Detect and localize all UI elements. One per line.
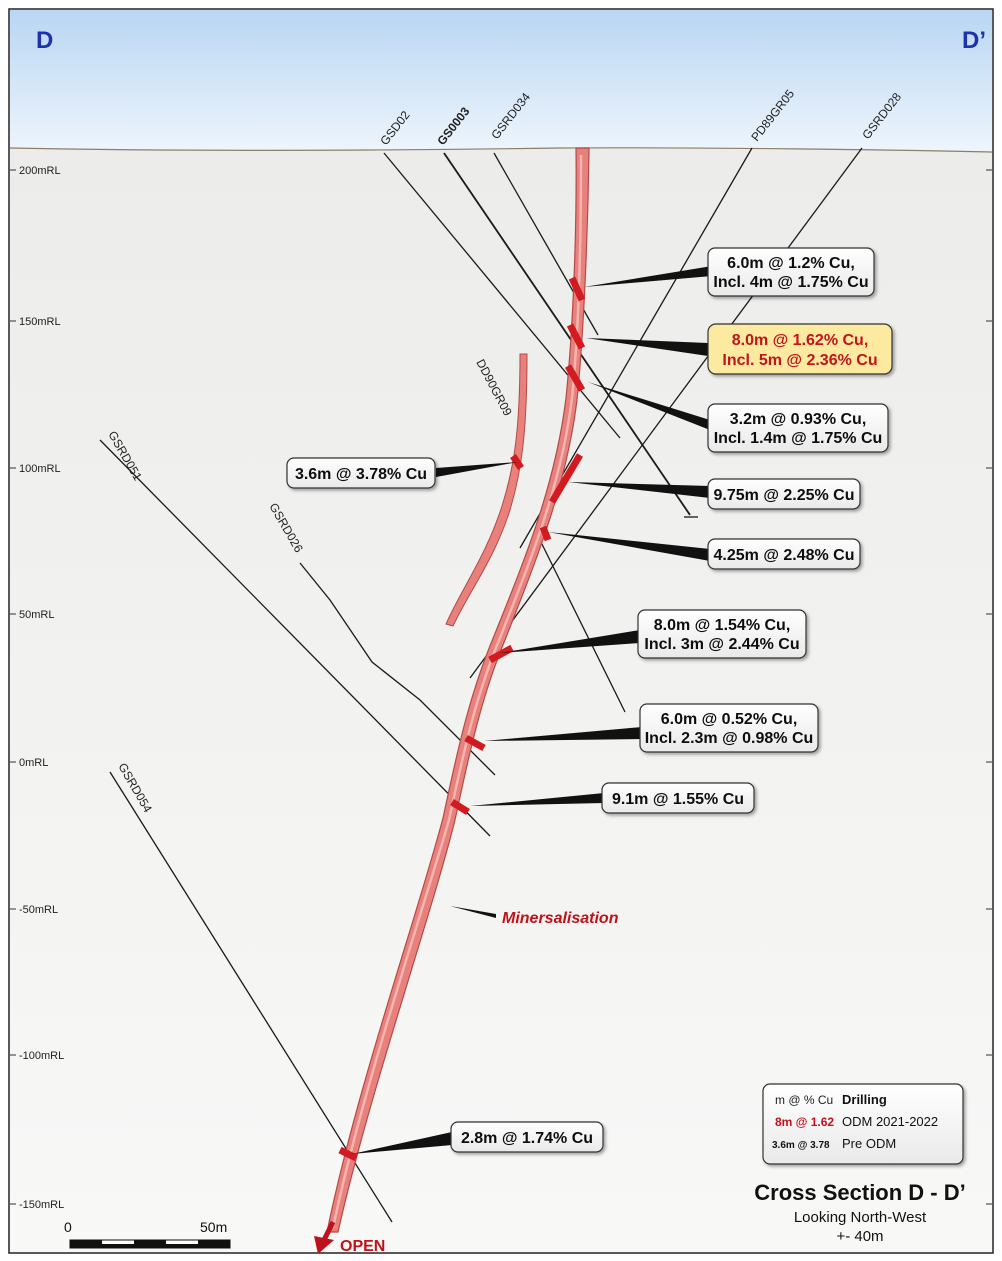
callout-3-line1: 3.6m @ 3.78% Cu	[295, 466, 427, 483]
callout-1-line2: Incl. 5m @ 2.36% Cu	[722, 352, 877, 369]
callout-7-line1: 6.0m @ 0.52% Cu,	[661, 711, 798, 728]
callout-6: 8.0m @ 1.54% Cu, Incl. 3m @ 2.44% Cu	[637, 609, 807, 659]
section-title: Cross Section D - D’	[754, 1180, 965, 1205]
section-tolerance: +- 40m	[836, 1228, 883, 1245]
rl-axis	[10, 169, 992, 1205]
rl-label-50: 50mRL	[19, 609, 54, 621]
callout-2-line2: Incl. 1.4m @ 1.75% Cu	[714, 430, 883, 447]
leader-wedges	[352, 266, 712, 1154]
callout-6-line1: 8.0m @ 1.54% Cu,	[654, 617, 791, 634]
arrow-down-icon	[314, 1236, 334, 1254]
scale-bar-start: 0	[64, 1219, 72, 1235]
callout-0-line2: Incl. 4m @ 1.75% Cu	[713, 274, 868, 291]
trace-gsrd054	[109, 771, 393, 1223]
rl-label-200: 200mRL	[19, 165, 61, 177]
topography-line	[9, 147, 993, 153]
intercept-marks	[338, 276, 586, 1162]
rl-label-150: 150mRL	[19, 316, 61, 328]
callout-0-line1: 6.0m @ 1.2% Cu,	[727, 255, 855, 272]
mineralisation-label: Minersalisation	[502, 910, 619, 927]
open-label: OPEN	[340, 1238, 385, 1255]
open-arrow-shaft	[321, 1220, 336, 1242]
legend-row-preodm-value: Pre ODM	[842, 1136, 896, 1151]
callout-2: 3.2m @ 0.93% Cu, Incl. 1.4m @ 1.75% Cu	[707, 403, 889, 453]
callout-5: 4.25m @ 2.48% Cu	[707, 538, 861, 570]
section-subtitle: Looking North-West	[794, 1209, 927, 1226]
open-arrow	[314, 1220, 336, 1254]
trace-gsrd028	[469, 147, 863, 679]
callout-4: 9.75m @ 2.25% Cu	[707, 478, 861, 510]
callout-9: 2.8m @ 1.74% Cu	[450, 1121, 604, 1153]
sky-area	[10, 10, 992, 152]
trace-dd90gr09-lower	[534, 529, 626, 713]
legend	[762, 1083, 964, 1165]
callout-5-line1: 4.25m @ 2.48% Cu	[714, 547, 855, 564]
trace-gsrd051	[99, 439, 491, 837]
callout-9-line1: 2.8m @ 1.74% Cu	[461, 1130, 593, 1147]
legend-header-key: m @ % Cu	[775, 1093, 833, 1107]
rl-label-100: 100mRL	[19, 463, 61, 475]
legend-row-preodm-key: 3.6m @ 3.78	[772, 1140, 830, 1151]
callout-8: 9.1m @ 1.55% Cu	[601, 782, 755, 814]
callout-0: 6.0m @ 1.2% Cu, Incl. 4m @ 1.75% Cu	[707, 247, 875, 297]
scale-bar	[69, 1239, 231, 1249]
section-left-label: D	[36, 27, 53, 54]
legend-header-value: Drilling	[842, 1092, 887, 1107]
trace-gsrd026	[299, 562, 496, 776]
section-right-label: D’	[962, 27, 986, 54]
scale-bar-end: 50m	[200, 1219, 227, 1235]
rl-label-minus100: -100mRL	[19, 1050, 64, 1062]
callout-8-line1: 9.1m @ 1.55% Cu	[612, 791, 744, 808]
rl-label-minus150: -150mRL	[19, 1199, 64, 1211]
callout-3: 3.6m @ 3.78% Cu	[286, 457, 436, 489]
drill-traces	[99, 147, 863, 1223]
callout-1: 8.0m @ 1.62% Cu, Incl. 5m @ 2.36% Cu	[707, 323, 893, 375]
callout-6-line2: Incl. 3m @ 2.44% Cu	[644, 636, 799, 653]
legend-row-odm-value: ODM 2021-2022	[842, 1114, 938, 1129]
callout-2-line1: 3.2m @ 0.93% Cu,	[730, 411, 867, 428]
rl-label-0: 0mRL	[19, 757, 48, 769]
legend-row-odm-key: 8m @ 1.62	[775, 1115, 834, 1129]
callout-7-line2: Incl. 2.3m @ 0.98% Cu	[645, 730, 814, 747]
callout-7: 6.0m @ 0.52% Cu, Incl. 2.3m @ 0.98% Cu	[639, 703, 819, 753]
callout-1-line1: 8.0m @ 1.62% Cu,	[732, 332, 869, 349]
callout-4-line1: 9.75m @ 2.25% Cu	[714, 487, 855, 504]
trace-gs0003	[443, 152, 691, 516]
rl-label-minus50: -50mRL	[19, 904, 58, 916]
